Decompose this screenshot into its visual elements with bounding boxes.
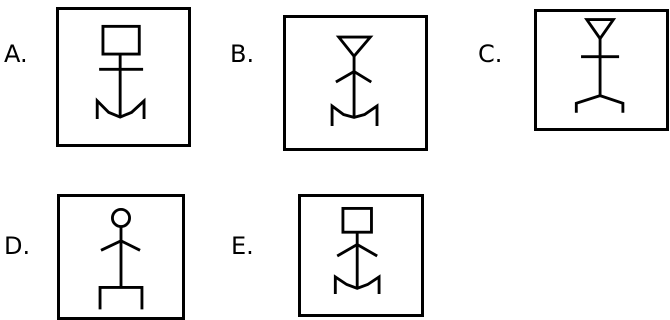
option-e-label: E. <box>231 232 254 260</box>
option-e-figure-box[interactable] <box>298 194 424 317</box>
option-d-label: D. <box>4 232 31 260</box>
m-legs-icon <box>95 97 146 120</box>
option-b-figure-box[interactable] <box>283 15 428 151</box>
table-legs-icon <box>98 286 144 310</box>
option-d-figure-box[interactable] <box>57 194 185 320</box>
m-legs-icon <box>333 274 381 295</box>
option-a-figure <box>95 24 146 120</box>
triangle-head-icon <box>335 35 374 59</box>
option-b-label: B. <box>230 40 255 68</box>
circle-head-icon <box>111 207 131 228</box>
option-d-figure <box>98 207 144 310</box>
m-legs-icon <box>330 103 379 127</box>
option-a-figure-box[interactable] <box>56 7 191 147</box>
square-head-icon <box>341 206 373 234</box>
option-b-figure <box>330 35 379 127</box>
v-arms-icon <box>336 242 378 258</box>
option-c-label: C. <box>478 40 503 68</box>
square-head-icon <box>101 24 141 56</box>
v-arms-icon <box>100 239 141 252</box>
triangle-head-icon <box>584 18 617 42</box>
v-arms-icon <box>335 69 373 84</box>
option-c-figure <box>574 18 625 113</box>
inverted-v-legs-icon <box>574 94 625 113</box>
option-c-figure-box[interactable] <box>534 9 669 131</box>
option-a-label: A. <box>4 40 28 68</box>
option-e-figure <box>333 206 381 295</box>
